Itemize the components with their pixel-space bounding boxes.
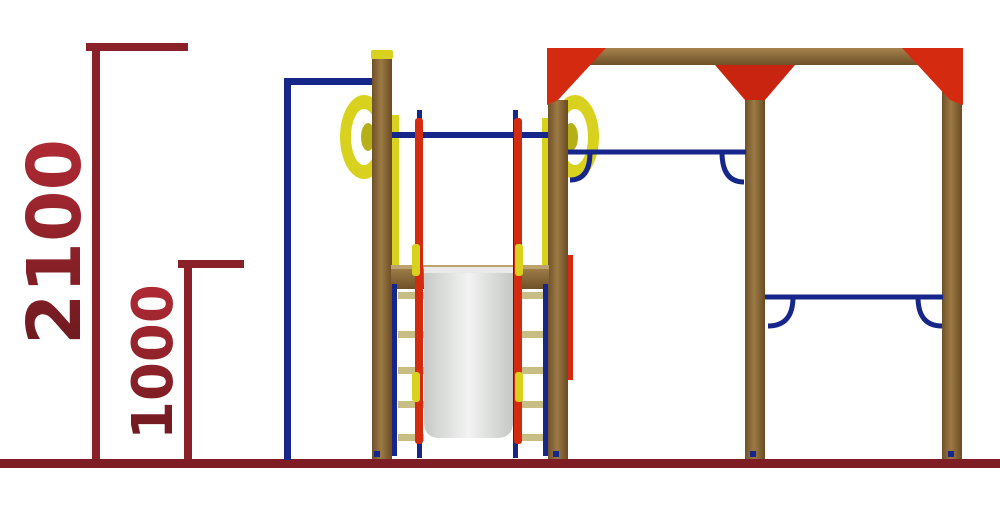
slide [412,118,523,444]
monkey-bars-frame [547,48,963,459]
frame-post-middle [745,65,765,459]
tower-post-left [372,55,392,459]
tower-post-right [548,100,568,459]
side-pole [284,78,376,460]
dimension-2100-label: 2100 [12,139,98,345]
top-beam [556,48,962,65]
dimension-1000-label: 1000 [121,284,186,440]
corner-bracket-middle [715,65,795,100]
hanging-bars [568,149,943,329]
frame-post-right [942,70,962,459]
tower-side-panels [391,115,573,380]
dimension-marker-1000: 1000 [121,260,244,461]
corner-bracket-right [902,48,963,105]
ladder [398,292,548,441]
dimension-2100-top-bar [86,43,188,51]
dimension-2100-vertical-bar [92,43,100,461]
dimension-1000-top-bar [178,260,244,268]
dimension-1000-vertical-bar [184,260,192,461]
tower-handrail [392,132,548,138]
dimension-marker-2100: 2100 [12,43,188,461]
ground-line [0,459,1000,468]
tower-post-cap [371,50,393,59]
corner-bracket-left [547,48,606,105]
